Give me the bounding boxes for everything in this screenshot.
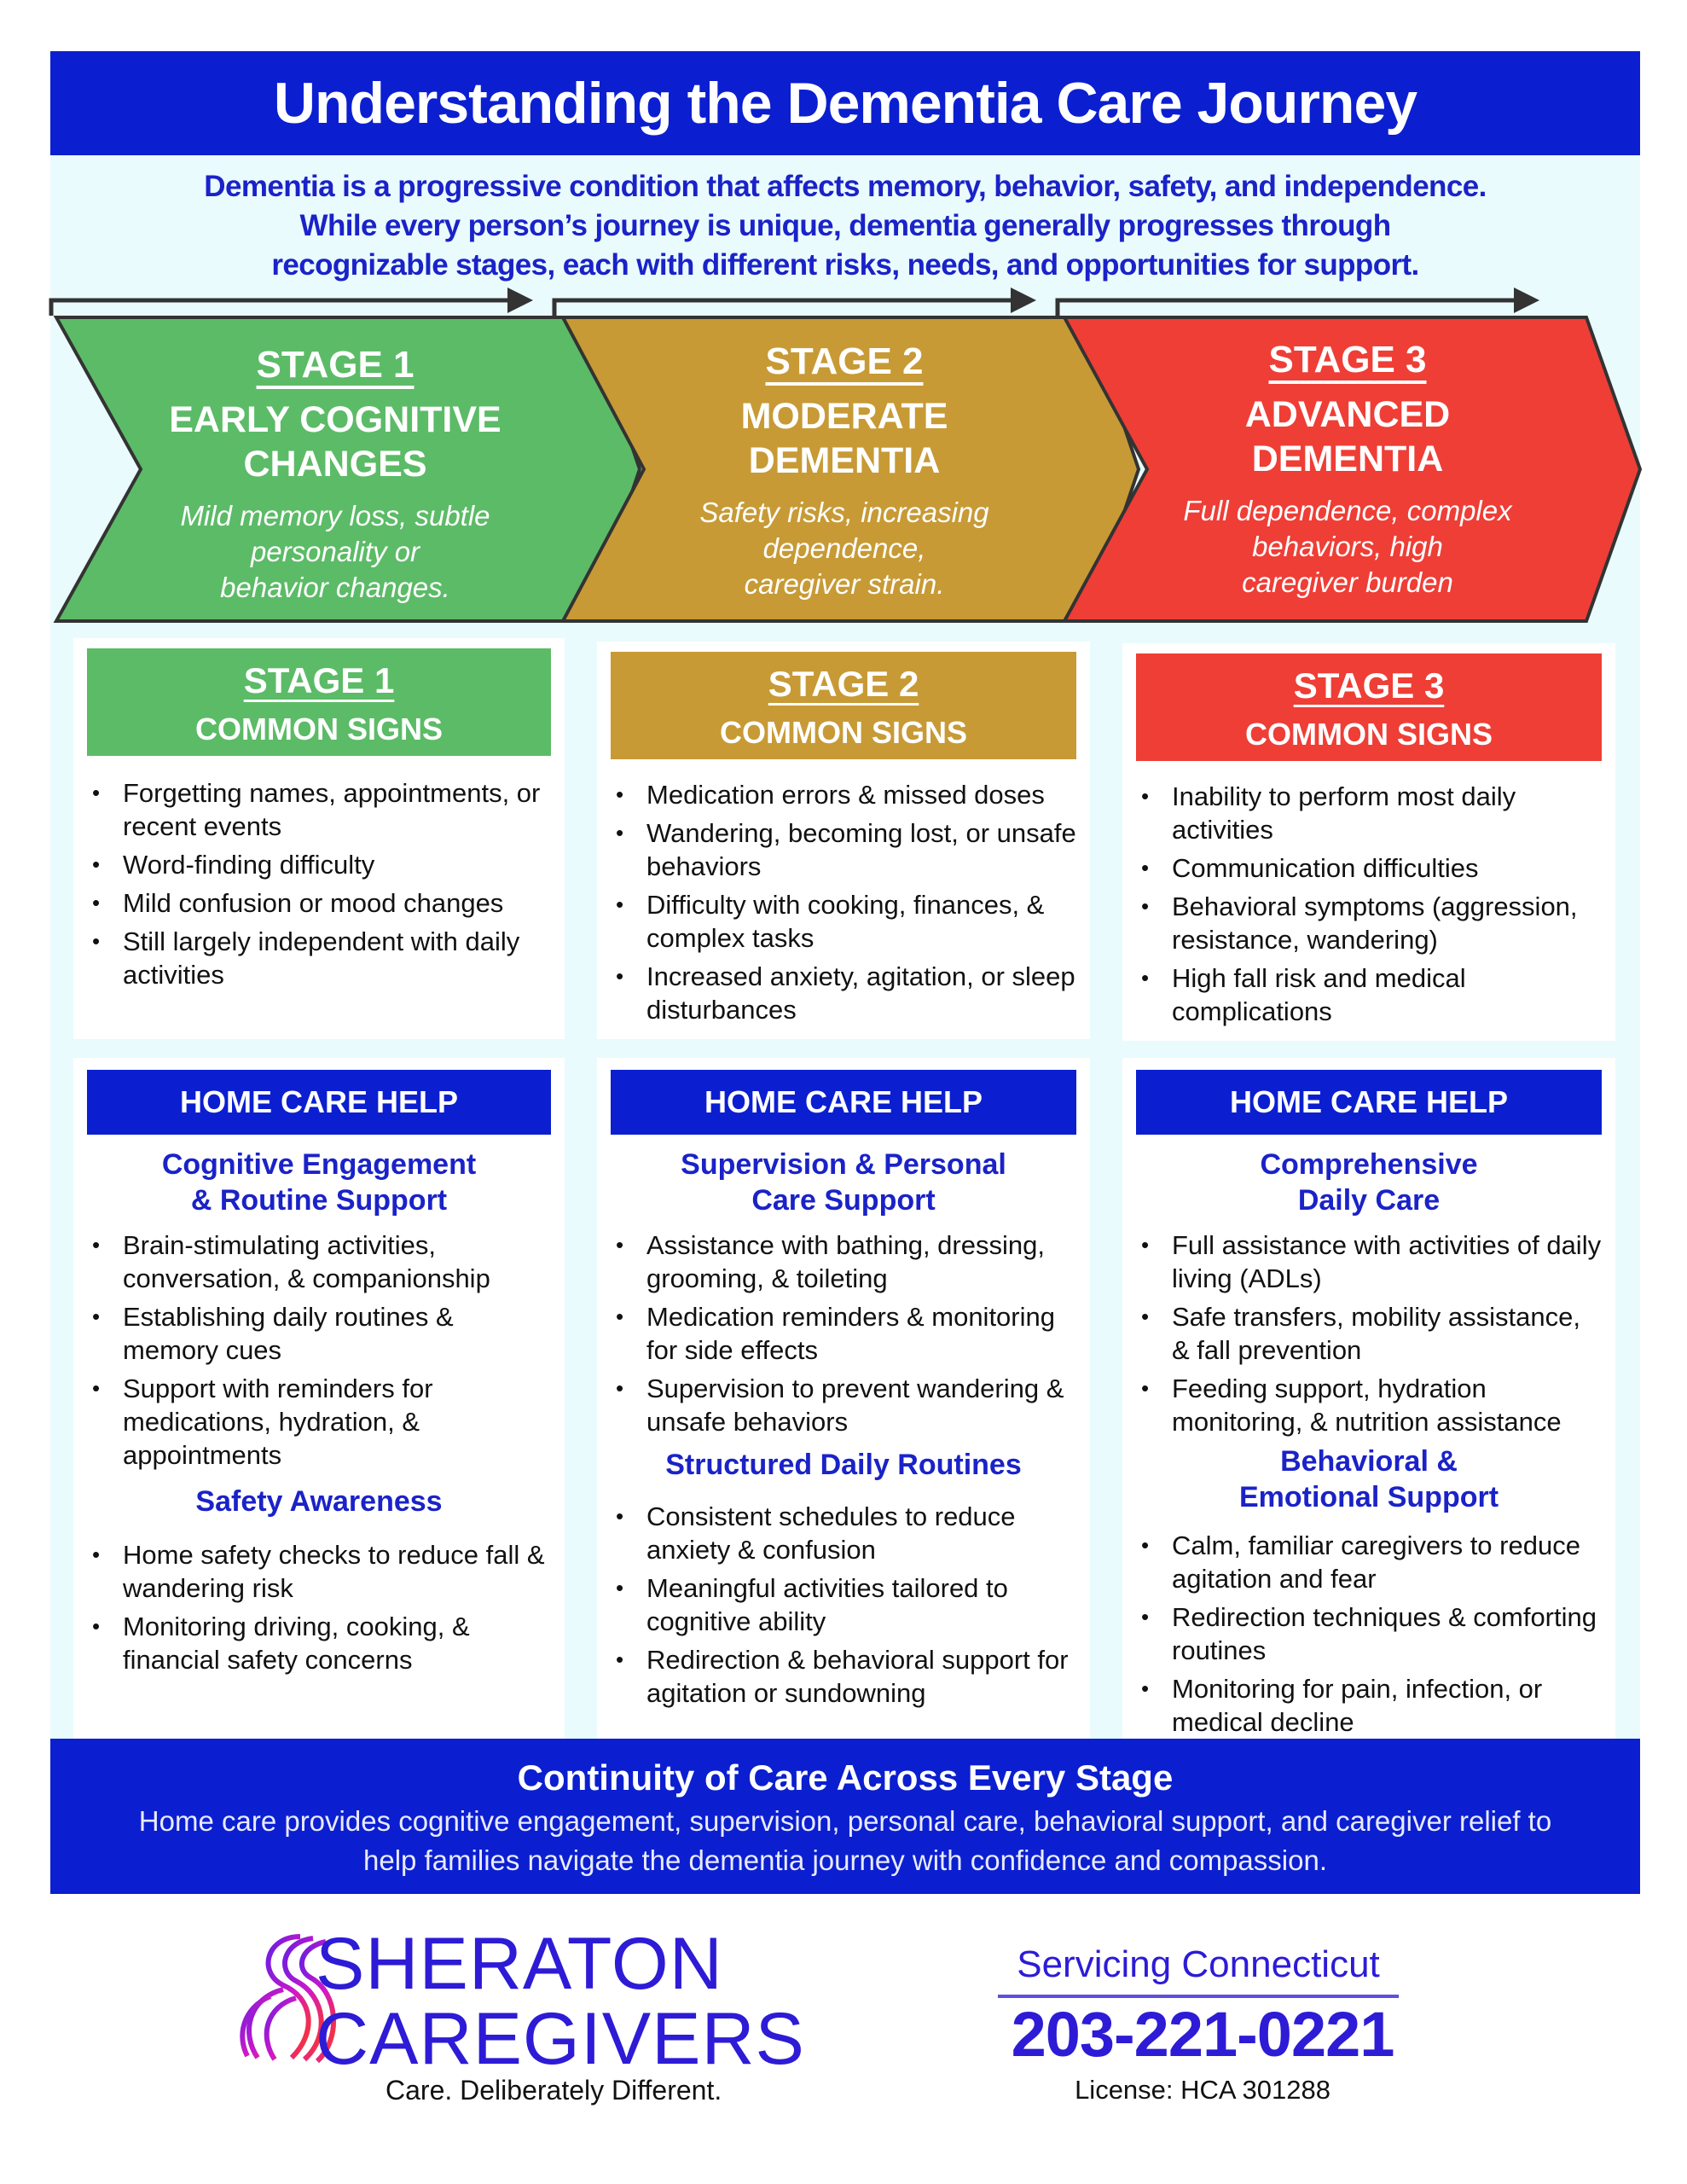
signs-list: Medication errors & missed doses Wanderi… [597,778,1090,1026]
stage-label: STAGE 1 [256,344,415,386]
list-item: Safe transfers, mobility assistance, & f… [1138,1300,1602,1367]
intro-text: Dementia is a progressive condition that… [68,167,1622,285]
help-list: Home safety checks to reduce fall & wand… [73,1538,565,1676]
signs-list: Forgetting names, appointments, or recen… [73,776,565,991]
list-item: Behavioral symptoms (aggression, resista… [1138,890,1602,956]
signs-stage: STAGE 3 [1293,665,1445,706]
help-header: HOME CARE HELP [87,1070,551,1135]
license-number: License: HCA 301288 [1075,2075,1330,2105]
help-subheading: Cognitive Engagement & Routine Support [161,1148,477,1217]
list-item: Difficulty with cooking, finances, & com… [612,888,1076,955]
list-item: Communication difficulties [1138,851,1602,885]
help-list: Calm, familiar caregivers to reduce agit… [1122,1529,1615,1739]
intro-line: recognizable stages, each with different… [271,248,1419,282]
stage-3-chevron [1061,316,1643,623]
list-item: Forgetting names, appointments, or recen… [89,776,551,843]
stage-description: Mild memory loss, subtle personality or … [180,500,490,603]
signs-header: STAGE 1 COMMON SIGNS [87,648,551,756]
stage-3-signs-card: STAGE 3 COMMON SIGNS Inability to perfor… [1122,643,1615,1041]
list-item: Redirection & behavioral support for agi… [612,1643,1076,1710]
list-item: Wandering, becoming lost, or unsafe beha… [612,816,1076,883]
list-item: Establishing daily routines & memory cue… [89,1300,551,1367]
brand-name: SHERATON CAREGIVERS [316,1926,827,2077]
signs-label: COMMON SIGNS [194,712,443,746]
sheraton-logo-icon [240,1934,336,2064]
stage-2-summary: STAGE 2 MODERATE DEMENTIA Safety risks, … [644,336,1045,602]
stage-2-help-card: HOME CARE HELP Supervision & Personal Ca… [597,1058,1090,1739]
help-subheading: Behavioral & Emotional Support [1238,1445,1499,1513]
list-item: Calm, familiar caregivers to reduce agit… [1138,1529,1602,1595]
service-area: Servicing Connecticut [998,1943,1399,1998]
stage-1-summary: STAGE 1 EARLY COGNITIVE CHANGES Mild mem… [135,340,536,606]
continuity-banner: Continuity of Care Across Every Stage Ho… [50,1739,1640,1894]
list-item: Word-finding difficulty [89,848,551,881]
progress-arrow [49,288,533,316]
stage-label: STAGE 3 [1268,339,1427,380]
list-item: High fall risk and medical complications [1138,961,1602,1028]
stage-description: Safety risks, increasing dependence, car… [699,497,989,600]
list-item: Full assistance with activities of daily… [1138,1228,1602,1295]
stage-2-signs-card: STAGE 2 COMMON SIGNS Medication errors &… [597,642,1090,1039]
list-item: Redirection techniques & comforting rout… [1138,1600,1602,1667]
signs-header: STAGE 2 COMMON SIGNS [611,652,1076,759]
stage-chevrons [49,288,1643,623]
help-subheading: Supervision & Personal Care Support [681,1148,1006,1217]
list-item: Home safety checks to reduce fall & wand… [89,1538,551,1605]
help-list: Brain-stimulating activities, conversati… [73,1228,565,1472]
banner-title: Continuity of Care Across Every Stage [517,1757,1174,1798]
signs-label: COMMON SIGNS [1244,717,1493,752]
signs-stage: STAGE 2 [768,664,919,704]
brand-line: SHERATON [316,1923,723,2005]
help-header: HOME CARE HELP [611,1070,1076,1135]
list-item: Support with reminders for medications, … [89,1372,551,1472]
signs-list: Inability to perform most daily activiti… [1122,780,1615,1028]
signs-header: STAGE 3 COMMON SIGNS [1136,653,1602,761]
stage-name: MODERATE DEMENTIA [740,396,948,481]
brand-line: CAREGIVERS [316,1998,805,2080]
list-item: Medication reminders & monitoring for si… [612,1300,1076,1367]
list-item: Assistance with bathing, dressing, groom… [612,1228,1076,1295]
progress-arrow [552,288,1036,316]
help-header: HOME CARE HELP [1136,1070,1602,1135]
list-item: Still largely independent with daily act… [89,925,551,991]
list-item: Meaningful activities tailored to cognit… [612,1571,1076,1638]
stage-1-help-card: HOME CARE HELP Cognitive Engagement & Ro… [73,1058,565,1739]
list-item: Feeding support, hydration monitoring, &… [1138,1372,1602,1438]
help-subheading: Structured Daily Routines [665,1449,1022,1481]
list-item: Increased anxiety, agitation, or sleep d… [612,960,1076,1026]
tagline: Care. Deliberately Different. [386,2075,722,2106]
phone-number[interactable]: 203-221-0221 [1011,1999,1395,2070]
intro-line: Dementia is a progressive condition that… [204,170,1487,203]
list-item: Supervision to prevent wandering & unsaf… [612,1372,1076,1438]
signs-label: COMMON SIGNS [719,715,967,750]
stage-label: STAGE 2 [765,340,924,382]
stage-1-signs-card: STAGE 1 COMMON SIGNS Forgetting names, a… [73,638,565,1039]
list-item: Medication errors & missed doses [612,778,1076,811]
list-item: Monitoring driving, cooking, & financial… [89,1610,551,1676]
help-list: Full assistance with activities of daily… [1122,1228,1615,1438]
stage-name: ADVANCED DEMENTIA [1244,394,1451,479]
stage-description: Full dependence, complex behaviors, high… [1183,495,1512,598]
list-item: Brain-stimulating activities, conversati… [89,1228,551,1295]
stage-name: EARLY COGNITIVE CHANGES [169,399,501,485]
list-item: Inability to perform most daily activiti… [1138,780,1602,846]
list-item: Consistent schedules to reduce anxiety &… [612,1500,1076,1566]
banner-text: Home care provides cognitive engagement,… [138,1805,1552,1876]
list-item: Monitoring for pain, infection, or medic… [1138,1672,1602,1739]
signs-stage: STAGE 1 [243,660,395,700]
progress-arrow [1055,288,1539,316]
page-title: Understanding the Dementia Care Journey [50,51,1640,155]
stage-3-help-card: HOME CARE HELP Comprehensive Daily Care … [1122,1058,1615,1739]
stage-3-summary: STAGE 3 ADVANCED DEMENTIA Full dependenc… [1147,334,1548,601]
help-subheading: Comprehensive Daily Care [1260,1148,1478,1217]
help-list: Assistance with bathing, dressing, groom… [597,1228,1090,1438]
intro-line: While every person’s journey is unique, … [299,209,1392,242]
help-list: Consistent schedules to reduce anxiety &… [597,1500,1090,1710]
help-subheading: Safety Awareness [195,1485,443,1518]
list-item: Mild confusion or mood changes [89,886,551,920]
